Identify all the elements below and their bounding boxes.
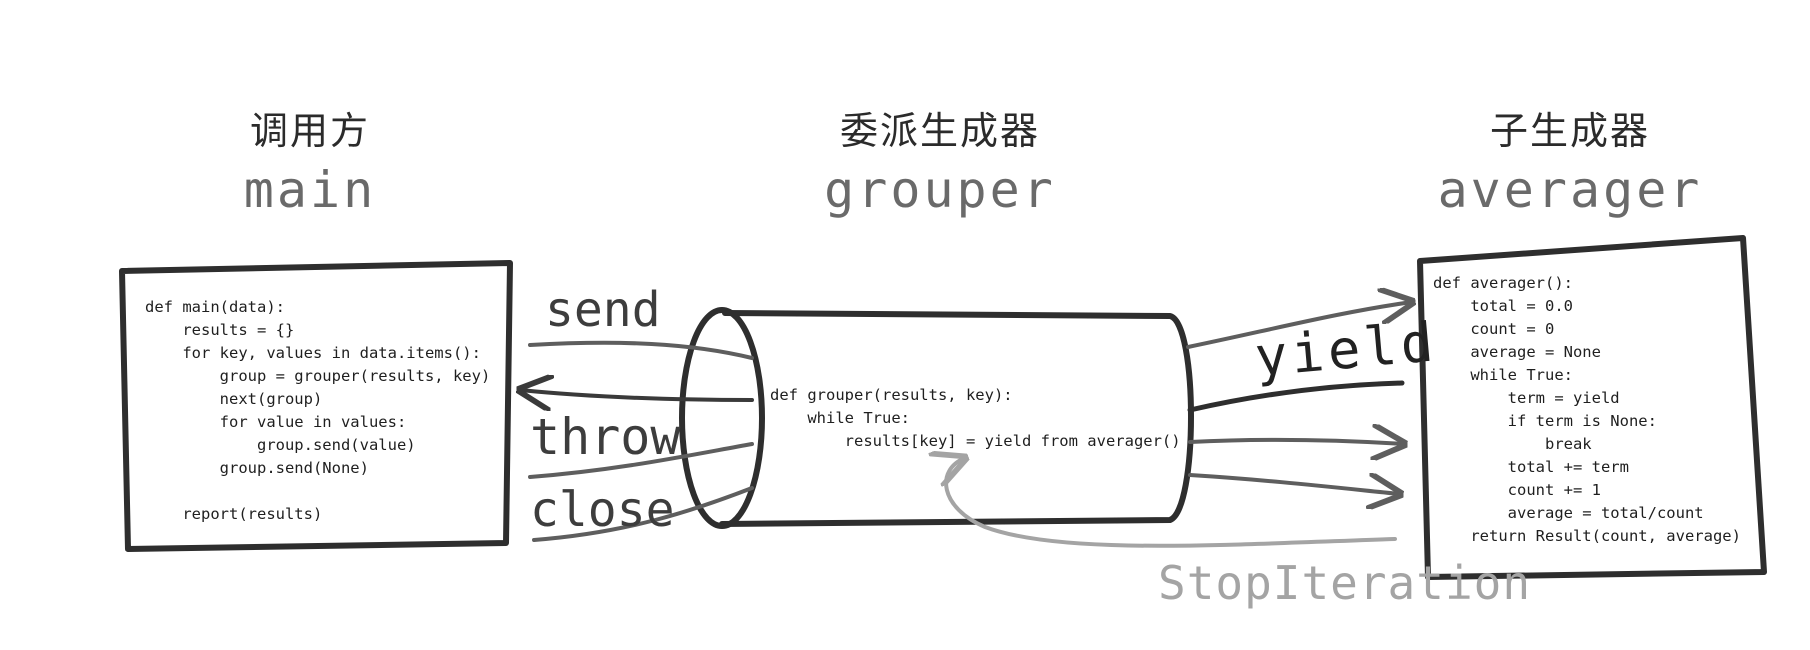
caller-title-cn: 调用方 xyxy=(249,109,370,153)
subgenerator-title-en: averager xyxy=(1437,161,1703,219)
return-to-main-arrow xyxy=(520,390,754,400)
main-code: def main(data): results = {} for key, va… xyxy=(145,298,491,523)
to-averager-arrow-1 xyxy=(1186,302,1412,349)
subgenerator-heading: 子生成器 averager xyxy=(1360,100,1780,219)
subgenerator-title-cn: 子生成器 xyxy=(1489,109,1650,153)
delegating-generator-title-en: grouper xyxy=(824,161,1056,219)
caller-heading: 调用方 main xyxy=(100,100,520,219)
main-code-box xyxy=(119,260,513,552)
send-label: send xyxy=(545,282,661,338)
averager-code: def averager(): total = 0.0 count = 0 av… xyxy=(1433,274,1741,545)
averager-code-box xyxy=(1417,235,1767,580)
caller-title-en: main xyxy=(243,161,377,219)
close-label: close xyxy=(530,482,675,538)
delegating-generator-title-cn: 委派生成器 xyxy=(839,109,1040,153)
close-line xyxy=(532,486,754,542)
send-line xyxy=(528,340,754,360)
stop-iteration-label: StopIteration xyxy=(1158,556,1532,610)
to-averager-arrow-3 xyxy=(1188,475,1400,494)
throw-line xyxy=(528,442,754,479)
to-averager-arrow-2 xyxy=(1188,440,1404,444)
stop-iteration-arrow xyxy=(946,458,1397,548)
throw-label: throw xyxy=(530,408,681,466)
delegating-generator-heading: 委派生成器 grouper xyxy=(730,100,1150,219)
grouper-pipe xyxy=(679,307,1194,529)
yield-return-line xyxy=(1187,380,1405,413)
grouper-code: def grouper(results, key): while True: r… xyxy=(770,386,1181,450)
